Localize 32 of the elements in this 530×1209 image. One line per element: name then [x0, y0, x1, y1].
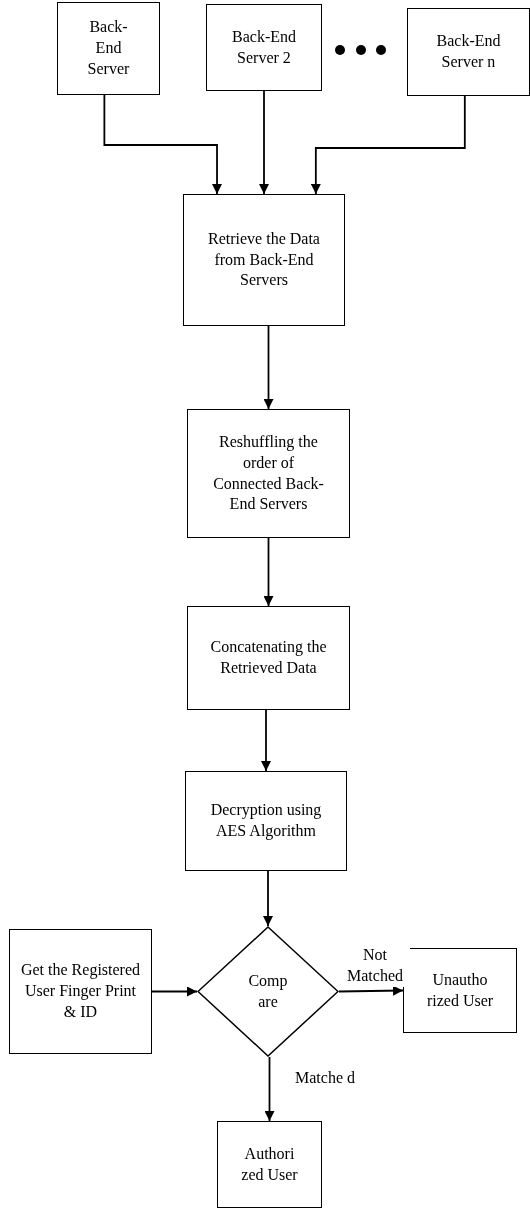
arrow — [263, 325, 274, 410]
process-box — [217, 1121, 322, 1208]
process-box — [187, 409, 350, 538]
arrow — [103, 94, 222, 195]
process-box — [403, 948, 517, 1033]
process-box — [9, 929, 152, 1054]
arrow — [310, 95, 466, 195]
node-label: Decryption using AES Algorithm — [209, 800, 323, 842]
node-label: Back-End Server — [86, 17, 131, 79]
arrow — [263, 870, 273, 927]
process-box — [185, 771, 347, 871]
arrow — [263, 537, 274, 607]
process-box — [187, 606, 350, 710]
node-label: Concatenating the Retrieved Data — [210, 637, 327, 678]
process-box — [57, 2, 160, 95]
node-label: Back-End Server 2 — [231, 26, 297, 68]
process-box — [183, 194, 345, 326]
process-box — [206, 4, 322, 91]
decision-diamond — [197, 926, 339, 1057]
arrow — [259, 90, 269, 195]
node-label: Authori zed User — [240, 1143, 299, 1185]
node-label: Retrieve the Data from Back-End Servers — [207, 228, 321, 291]
arrow — [338, 985, 404, 996]
node-label: Reshuffling the order of Connected Back-End Servers — [212, 431, 325, 515]
process-box — [407, 8, 530, 96]
node-label: Unautho rized User — [426, 969, 494, 1011]
node-label: Back-End Server n — [435, 31, 502, 72]
arrow — [264, 1056, 275, 1122]
node-label: Comp are — [247, 970, 289, 1012]
arrow — [151, 986, 198, 997]
node-label: Get the Registered User Finger Print & ID — [20, 960, 141, 1022]
arrow — [261, 709, 271, 772]
